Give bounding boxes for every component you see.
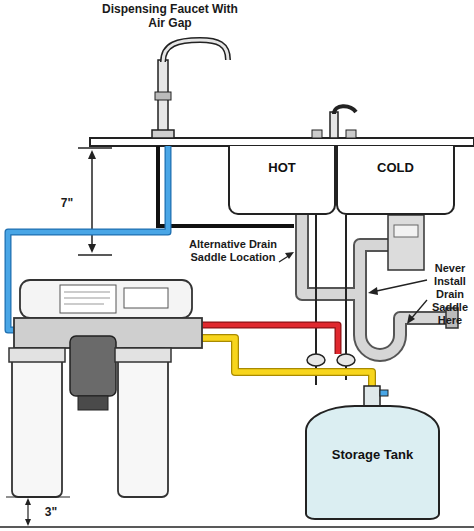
leader-line [372, 280, 427, 292]
callout-label: Alternative Drain Saddle Location [188, 238, 278, 264]
filter-cap [9, 348, 65, 362]
faucet-base [152, 130, 174, 138]
sink-handle [346, 130, 356, 138]
leader-arrow [407, 314, 415, 324]
filter-housing [12, 348, 62, 497]
dimension-arrow [25, 498, 31, 505]
tank-valve-handle [380, 390, 388, 396]
node-text: COLD [338, 160, 453, 175]
sink-handle [312, 130, 322, 138]
hot-drain-pipe-fill [302, 215, 360, 294]
label-line [64, 292, 110, 293]
dimension-label: 3" [36, 505, 66, 519]
filter-cap [115, 348, 171, 362]
countertop [90, 138, 474, 146]
floor-line [0, 526, 474, 528]
sink-basin: HOT [228, 146, 336, 215]
garbage-disposal [388, 215, 424, 270]
disposal-plate [394, 225, 418, 237]
sink-basin: COLD [336, 146, 455, 215]
sink-spout [334, 106, 356, 114]
tank-tube-outline [200, 338, 372, 388]
faucet-spout [163, 40, 228, 62]
dimension-line [91, 152, 93, 251]
storage-tank: Storage Tank [305, 405, 440, 520]
faucet-spout-fill [163, 40, 228, 62]
pump [70, 336, 116, 396]
dimension-tick [78, 254, 112, 256]
sink-faucet [330, 112, 338, 138]
membrane-housing [20, 280, 192, 318]
shutoff-valve [307, 354, 325, 366]
node-text: HOT [230, 160, 334, 175]
product-label [60, 285, 116, 313]
dimension-arrow [25, 519, 31, 526]
dimension-arrow [88, 244, 96, 253]
faucet-lever [155, 92, 171, 100]
tank-tube [200, 338, 372, 388]
hot-drain-pipe [302, 215, 360, 294]
hot-supply-line [315, 215, 317, 354]
pump-base [78, 396, 108, 410]
dimension-tick [78, 147, 112, 149]
tank-valve [364, 386, 380, 406]
dimension-label: 7" [52, 196, 82, 210]
label-line [64, 298, 110, 299]
drain-pipes [302, 215, 452, 355]
warning-label: Never Install Drain Saddle Here [428, 262, 472, 327]
leader-arrow [368, 287, 378, 295]
node-text: Storage Tank [307, 447, 438, 462]
cold-supply-line [345, 215, 347, 354]
leader-arrow [285, 252, 294, 259]
dimension-arrow [88, 150, 96, 159]
spec-label [124, 288, 168, 308]
faucet-label: Dispensing Faucet With Air Gap [100, 2, 240, 30]
filter-housing [118, 348, 168, 497]
label-line [64, 304, 104, 305]
dimension-tick [6, 496, 70, 497]
shutoff-valve [337, 354, 355, 366]
